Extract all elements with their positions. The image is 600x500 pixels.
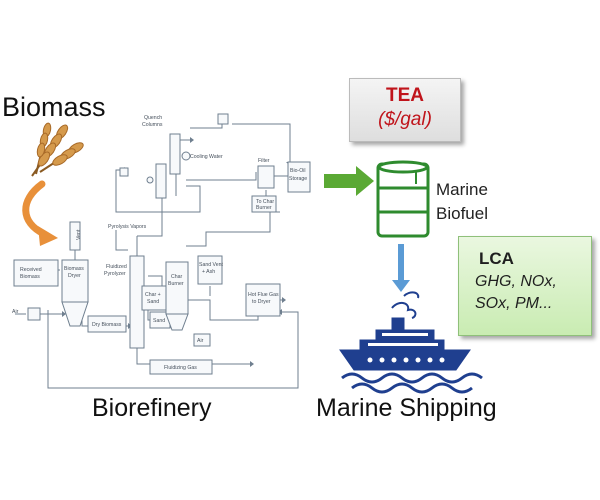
- quench-column-2: [155, 163, 167, 199]
- to-char-label-1: To Char: [256, 199, 274, 205]
- char-sand-box: [141, 285, 167, 311]
- green-arrow-icon: [324, 166, 374, 196]
- tea-box: TEA ($/gal): [349, 78, 461, 142]
- pyrolysis-vapors-label: Pyrolysis Vapors: [108, 224, 147, 230]
- air-right-label: Air: [197, 338, 204, 344]
- hot-flue-label-2: to Dryer: [252, 299, 271, 305]
- barrel-icon: [376, 160, 430, 238]
- curved-arrow-icon: [22, 180, 58, 246]
- lca-title: LCA: [479, 249, 514, 268]
- sand-vent-label-1: Sand Vent: [199, 262, 223, 268]
- sand-vent-label-2: + Ash: [202, 269, 215, 275]
- cooling-water-label: Cooling Water: [190, 154, 223, 160]
- to-char-label-2: Burner: [256, 205, 272, 211]
- marine-biofuel-label: Marine Biofuel: [436, 178, 488, 226]
- bio-oil-label-1: Bio-Oil: [290, 168, 306, 174]
- bio-oil-label-2: Storage: [289, 176, 307, 182]
- wheat-icon: [31, 122, 84, 177]
- tea-unit: ($/gal): [378, 109, 432, 130]
- marine-biofuel-line1: Marine: [436, 180, 488, 199]
- vent-stack: [69, 221, 81, 251]
- filter-label: Filter: [258, 158, 270, 164]
- lca-emissions-line2: SOx, PM...: [475, 295, 553, 312]
- lca-box: LCA GHG, NOx, SOx, PM...: [458, 236, 592, 336]
- marine-shipping-label: Marine Shipping: [316, 394, 497, 422]
- dry-biomass-box: [87, 315, 127, 333]
- hot-flue-gas-box: [245, 283, 281, 317]
- char-burner-label-1: Char: [171, 274, 183, 280]
- biorefinery-label: Biorefinery: [92, 394, 212, 422]
- fluidized-label-1: Fluidized: [106, 264, 127, 270]
- lca-emissions-line1: GHG, NOx,: [475, 273, 557, 290]
- fluidized-label-2: Pyrolyzer: [104, 271, 126, 277]
- quench-column-1: [169, 133, 181, 175]
- air-left-label: Air: [12, 309, 19, 315]
- biomass-title: Biomass: [2, 92, 106, 122]
- biomass-dryer-label-1: Biomass: [64, 266, 84, 272]
- received-label-1: Received: [20, 267, 42, 273]
- air-right-box: [193, 333, 211, 347]
- received-biomass-box: [13, 259, 59, 287]
- marine-biofuel-line2: Biofuel: [436, 204, 488, 223]
- to-char-burner-box: [251, 195, 277, 213]
- char-burner-vessel: [165, 261, 189, 315]
- dry-biomass-label: Dry Biomass: [92, 322, 122, 328]
- char-sand-label-2: Sand: [147, 299, 159, 305]
- vent-label: Vent: [76, 229, 82, 240]
- sand-vent-ash-box: [197, 255, 223, 285]
- received-label-2: Biomass: [20, 274, 40, 280]
- ship-icon: [339, 291, 483, 394]
- bio-oil-storage-box: [287, 161, 311, 193]
- char-sand-label-1: Char +: [145, 292, 161, 298]
- filter-box: [257, 165, 275, 189]
- char-burner-label-2: Burner: [168, 281, 184, 287]
- tea-title: TEA: [386, 85, 424, 106]
- biomass-dryer-label-2: Dryer: [68, 273, 81, 279]
- fluidizing-gas-box: [149, 359, 213, 375]
- fluidizing-gas-label: Fluidizing Gas: [164, 365, 197, 371]
- quench-columns-label-1: Quench: [144, 115, 162, 121]
- quench-columns-label-2: Columns: [142, 122, 163, 128]
- hot-flue-label-1: Hot Flue Gas: [248, 292, 279, 298]
- blue-arrow-icon: [392, 244, 410, 292]
- sand-label: Sand: [153, 318, 165, 324]
